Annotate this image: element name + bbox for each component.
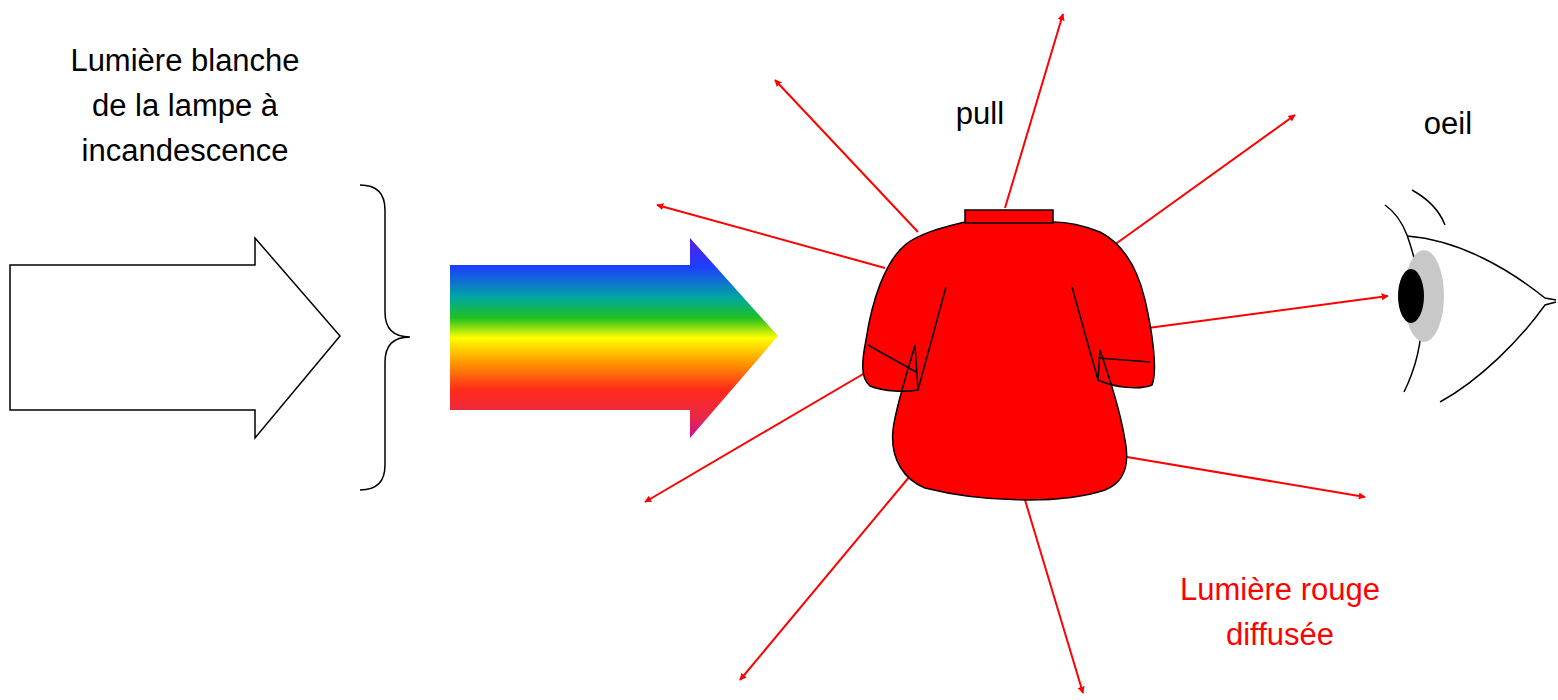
spectrum-arrow: [450, 238, 778, 438]
brace: [360, 185, 410, 490]
eye-label: oeil: [1403, 104, 1493, 144]
eye: [1385, 190, 1556, 402]
pullover: [863, 210, 1155, 500]
object-label: pull: [935, 94, 1025, 134]
scattered-light-label: Lumière rouge diffusée: [1160, 567, 1400, 657]
white-light-arrow: [10, 238, 340, 438]
light-source-label: Lumière blanche de la lampe à incandesce…: [69, 38, 301, 173]
